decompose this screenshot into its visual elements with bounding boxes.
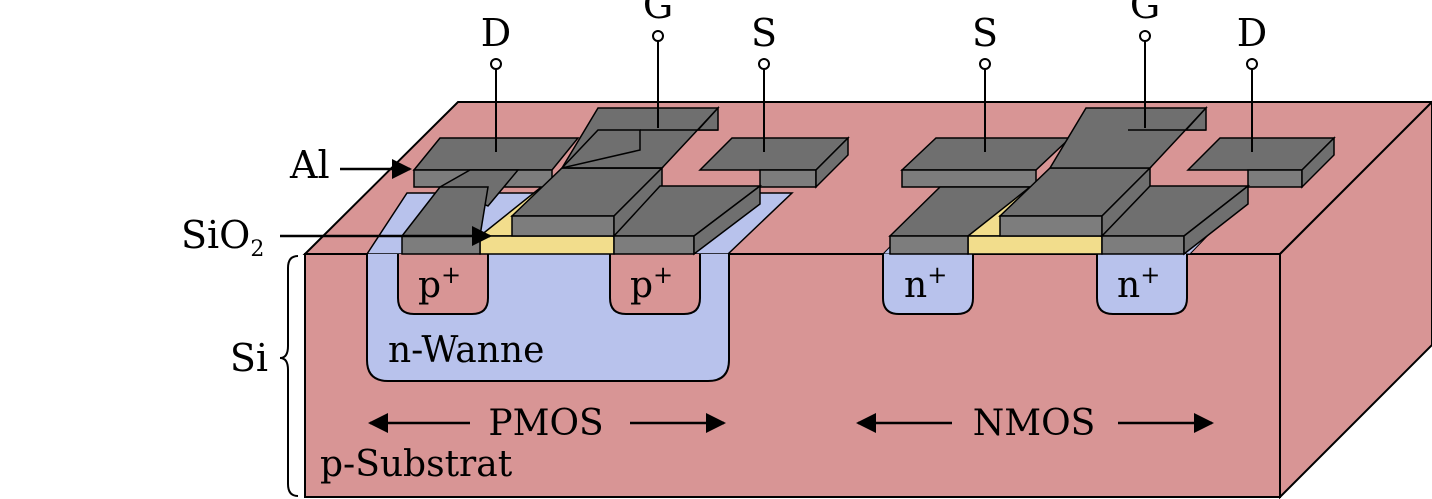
nmos-source-label: S <box>972 11 998 55</box>
pmos-right-region-label: p+ <box>630 261 673 306</box>
nmos-source-terminal <box>979 58 991 70</box>
nmos-right-region-label: n+ <box>1117 261 1160 306</box>
sio2-label: SiO2 <box>181 213 264 262</box>
pmos-oxide-front <box>479 235 615 255</box>
nmos-gate-terminal <box>1139 30 1151 42</box>
pmos-gate-label: G <box>643 0 673 27</box>
nwell-label: n-Wanne <box>388 330 544 371</box>
nmos-label: NMOS <box>973 403 1096 444</box>
pmos-drain-terminal <box>490 58 502 70</box>
pmos-gate-terminal <box>652 30 664 42</box>
nmos-source-drain-left <box>882 254 974 315</box>
nmos-left-region-label: n+ <box>904 261 947 306</box>
nmos-source-drain-right <box>1096 254 1188 315</box>
pmos-source-terminal <box>758 58 770 70</box>
si-label: Si <box>230 336 268 380</box>
nmos-oxide-front <box>967 235 1103 255</box>
al-label: Al <box>289 143 330 187</box>
nmos-metal <box>888 106 1336 256</box>
pmos-metal <box>400 106 850 256</box>
nmos-drain-label: D <box>1237 11 1267 55</box>
pmos-source-drain-left <box>397 254 489 315</box>
substrate-label: p-Substrat <box>320 444 513 485</box>
si-brace <box>279 255 299 497</box>
pmos-label: PMOS <box>488 403 603 444</box>
pmos-source-label: S <box>751 11 777 55</box>
terminal-wires <box>490 30 1258 152</box>
pmos-drain-label: D <box>481 11 511 55</box>
pmos-source-drain-right <box>609 254 701 315</box>
nmos-gate-label: G <box>1130 0 1160 27</box>
nmos-drain-terminal <box>1246 58 1258 70</box>
pmos-left-region-label: p+ <box>418 261 461 306</box>
